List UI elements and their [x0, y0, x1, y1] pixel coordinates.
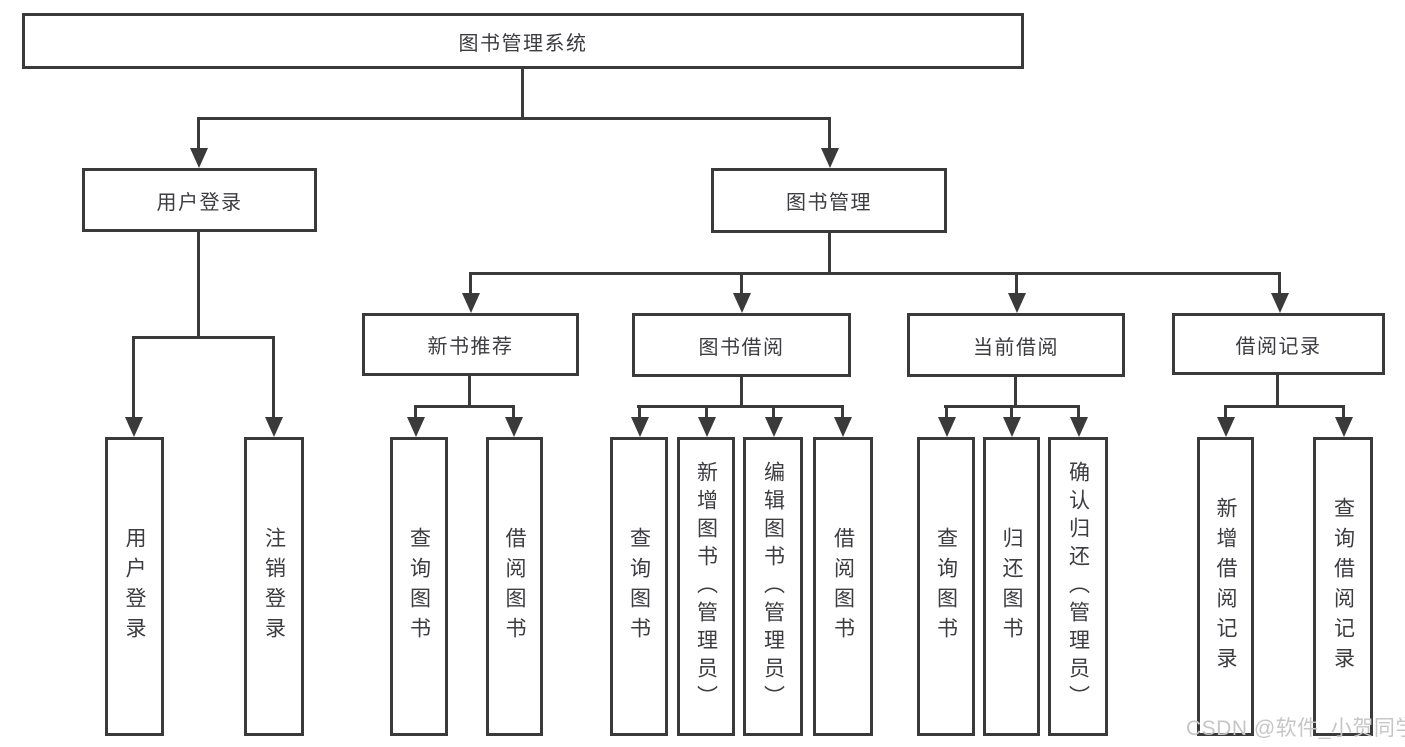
arrow-cb-confirm-return — [1069, 405, 1088, 437]
arrow-to-new-book-recommend — [461, 272, 480, 313]
leaf-logout-label: 注销登录 — [262, 526, 286, 647]
node-book-management: 图书管理 — [711, 168, 947, 233]
arrow-to-current-borrow — [1007, 272, 1026, 313]
leaf-br-add-record: 新增借阅记录 — [1197, 437, 1254, 736]
connector-borrow-record-bar — [1224, 405, 1345, 408]
leaf-br-query-record-label: 查询借阅记录 — [1331, 496, 1355, 677]
arrow-nb-query-book — [406, 405, 425, 437]
leaf-bb-query-book: 查询图书 — [610, 437, 668, 736]
node-borrow-record: 借阅记录 — [1172, 313, 1385, 375]
connector-borrow-record-stem — [1276, 375, 1279, 405]
leaf-cb-query-book: 查询图书 — [917, 437, 975, 736]
node-user-login: 用户登录 — [82, 168, 317, 232]
leaf-bb-borrow-book: 借阅图书 — [813, 437, 873, 736]
leaf-bb-add-book-admin: 新增图书（管理员） — [677, 437, 735, 736]
arrow-to-leaf-logout — [264, 336, 283, 437]
leaf-bb-query-book-label: 查询图书 — [627, 526, 651, 647]
node-library-management-system: 图书管理系统 — [22, 13, 1024, 69]
leaf-cb-return-book-label: 归还图书 — [1000, 526, 1023, 647]
arrow-br-query-record — [1334, 405, 1353, 437]
connector-new-book-stem — [468, 376, 471, 405]
arrow-to-user-login — [189, 117, 208, 168]
arrow-bb-query-book — [630, 405, 649, 437]
arrow-nb-borrow-book — [504, 405, 523, 437]
connector-root-bar — [197, 117, 831, 120]
connector-current-borrow-stem — [1014, 377, 1017, 405]
leaf-bb-add-book-admin-label: 新增图书（管理员） — [694, 460, 718, 713]
arrow-to-book-management — [820, 117, 839, 168]
node-current-borrow: 当前借阅 — [907, 313, 1125, 377]
connector-user-login-bar — [132, 336, 275, 339]
leaf-cb-return-book: 归还图书 — [983, 437, 1040, 736]
leaf-nb-borrow-book-label: 借阅图书 — [503, 526, 526, 647]
connector-new-book-bar — [414, 405, 515, 408]
connector-root-stem — [521, 69, 524, 117]
node-book-borrow: 图书借阅 — [632, 313, 851, 377]
connector-book-management-bar — [469, 272, 1280, 275]
arrow-bb-add-book — [697, 405, 716, 437]
leaf-br-add-record-label: 新增借阅记录 — [1214, 496, 1237, 677]
node-new-book-recommend: 新书推荐 — [362, 313, 579, 376]
leaf-br-query-record: 查询借阅记录 — [1313, 437, 1373, 736]
arrow-br-add-record — [1216, 405, 1235, 437]
leaf-bb-edit-book-admin: 编辑图书（管理员） — [743, 437, 803, 736]
arrow-to-leaf-user-login — [124, 336, 143, 437]
leaf-nb-query-book: 查询图书 — [390, 437, 448, 736]
leaf-bb-edit-book-admin-label: 编辑图书（管理员） — [761, 460, 785, 713]
leaf-cb-query-book-label: 查询图书 — [934, 526, 958, 647]
leaf-nb-borrow-book: 借阅图书 — [486, 437, 543, 736]
leaf-cb-confirm-return-admin: 确认归还（管理员） — [1048, 437, 1108, 736]
csdn-watermark: CSDN @软件_小贺同学 — [1186, 717, 1405, 740]
connector-book-borrow-bar — [637, 405, 844, 408]
arrow-cb-return-book — [1002, 405, 1021, 437]
connector-user-login-stem — [197, 232, 200, 336]
connector-book-borrow-stem — [740, 377, 743, 405]
leaf-bb-borrow-book-label: 借阅图书 — [831, 526, 855, 647]
arrow-bb-borrow-book — [833, 405, 852, 437]
arrow-to-borrow-record — [1270, 272, 1289, 313]
leaf-logout: 注销登录 — [244, 437, 304, 736]
leaf-cb-confirm-return-admin-label: 确认归还（管理员） — [1066, 460, 1090, 713]
arrow-bb-edit-book — [764, 405, 783, 437]
leaf-nb-query-book-label: 查询图书 — [407, 526, 431, 647]
leaf-user-login: 用户登录 — [105, 437, 164, 736]
connector-book-management-stem — [828, 233, 831, 272]
arrow-to-book-borrow — [732, 272, 751, 313]
arrow-cb-query-book — [937, 405, 956, 437]
leaf-user-login-label: 用户登录 — [123, 526, 146, 647]
